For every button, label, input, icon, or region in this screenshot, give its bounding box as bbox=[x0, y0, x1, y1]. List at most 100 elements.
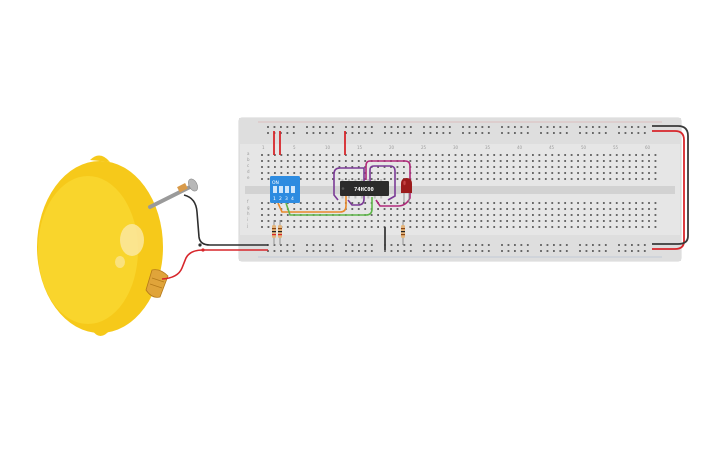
rail-hole bbox=[397, 126, 399, 128]
breadboard-hole bbox=[615, 166, 618, 168]
column-numbers: 1 5 10 15 20 25 30 35 40 45 50 55 60 bbox=[262, 145, 651, 150]
breadboard-hole bbox=[332, 226, 334, 228]
breadboard-hole bbox=[319, 160, 321, 162]
rail-hole bbox=[487, 132, 490, 134]
breadboard-hole bbox=[293, 226, 296, 228]
breadboard-hole bbox=[583, 172, 586, 174]
breadboard-hole bbox=[525, 172, 528, 174]
rail-jumpers[interactable] bbox=[273, 131, 386, 250]
rail-hole bbox=[604, 132, 607, 134]
breadboard-hole bbox=[654, 214, 657, 216]
breadboard-hole bbox=[448, 160, 450, 162]
breadboard-hole bbox=[422, 220, 425, 222]
breadboard-hole bbox=[499, 220, 502, 222]
battery-leads[interactable] bbox=[161, 194, 268, 280]
dip-toggle-2[interactable] bbox=[279, 186, 283, 193]
ground-lead-from-nail[interactable] bbox=[183, 194, 268, 246]
rail-hole bbox=[436, 244, 438, 246]
breadboard-hole bbox=[390, 172, 392, 174]
breadboard-hole bbox=[344, 220, 347, 222]
breadboard-hole bbox=[596, 160, 599, 162]
rail-hole bbox=[280, 244, 282, 246]
breadboard-hole bbox=[583, 160, 586, 162]
dip-toggle-4[interactable] bbox=[291, 186, 295, 193]
breadboard-hole bbox=[519, 154, 521, 156]
rail-hole bbox=[345, 132, 347, 134]
breadboard-hole bbox=[415, 220, 418, 222]
col-num-30: 30 bbox=[453, 145, 459, 150]
breadboard-hole bbox=[332, 220, 334, 222]
power-lead-from-copper[interactable] bbox=[161, 249, 268, 280]
breadboard-hole bbox=[357, 166, 360, 168]
breadboard-hole bbox=[261, 172, 263, 174]
breadboard-hole bbox=[506, 214, 508, 216]
breadboard-hole bbox=[261, 160, 263, 162]
dip-toggle-3[interactable] bbox=[285, 186, 289, 193]
dip-toggle-1[interactable] bbox=[273, 186, 277, 193]
breadboard-hole bbox=[467, 166, 470, 168]
rail-link-red[interactable] bbox=[652, 130, 685, 250]
breadboard-hole bbox=[383, 154, 386, 156]
breadboard-hole bbox=[512, 214, 515, 216]
rail-hole bbox=[546, 244, 549, 246]
breadboard-hole bbox=[261, 208, 263, 210]
breadboard-hole bbox=[448, 154, 450, 156]
wire-purple-2[interactable] bbox=[369, 165, 396, 201]
rail-link-black[interactable] bbox=[652, 125, 689, 245]
breadboard-hole bbox=[532, 160, 534, 162]
breadboard-hole bbox=[622, 160, 625, 162]
breadboard-hole bbox=[428, 154, 431, 156]
breadboard-hole bbox=[544, 214, 547, 216]
ic-pin-top bbox=[367, 179, 370, 182]
breadboard-hole bbox=[312, 166, 315, 168]
breadboard-hole bbox=[641, 178, 644, 180]
rail-hole bbox=[526, 244, 529, 246]
lemon-tip-top bbox=[90, 155, 110, 162]
wire-orange[interactable] bbox=[277, 196, 347, 213]
resistor-1[interactable] bbox=[272, 220, 276, 245]
breadboard-hole bbox=[319, 172, 321, 174]
rail-hole bbox=[559, 132, 562, 134]
breadboard-hole bbox=[499, 214, 502, 216]
breadboard-hole bbox=[602, 214, 605, 216]
resistor-3[interactable] bbox=[401, 220, 405, 245]
row-letter-b: b bbox=[247, 157, 250, 162]
breadboard-hole bbox=[654, 160, 657, 162]
breadboard-hole bbox=[544, 172, 547, 174]
breadboard-hole bbox=[544, 208, 547, 210]
rail-hole bbox=[306, 250, 308, 252]
resistors[interactable] bbox=[272, 220, 405, 245]
rail-hole bbox=[520, 250, 523, 252]
breadboard-hole bbox=[274, 220, 276, 222]
breadboard-hole bbox=[564, 202, 567, 204]
red-led[interactable] bbox=[401, 178, 412, 203]
copper-coin-electrode[interactable] bbox=[145, 269, 169, 298]
resistor-2[interactable] bbox=[278, 220, 282, 245]
dip-switch[interactable]: ON 1 2 3 4 bbox=[270, 176, 300, 203]
wire-magenta[interactable] bbox=[365, 160, 411, 207]
lemon-battery[interactable] bbox=[37, 155, 163, 336]
rail-hole bbox=[384, 132, 386, 134]
signal-wires[interactable] bbox=[277, 160, 411, 216]
breadboard-hole bbox=[654, 172, 657, 174]
breadboard-hole bbox=[557, 208, 560, 210]
breadboard-hole bbox=[299, 154, 302, 156]
breadboard-hole bbox=[267, 178, 270, 180]
nand-gate-ic[interactable]: 74HC00 bbox=[340, 179, 389, 199]
rail-hole bbox=[526, 250, 529, 252]
rail-hole bbox=[631, 126, 633, 128]
rail-hole bbox=[390, 132, 393, 134]
rail-hole bbox=[643, 250, 646, 252]
breadboard-hole bbox=[325, 172, 328, 174]
breadboard-hole bbox=[473, 178, 476, 180]
breadboard-hole bbox=[370, 220, 373, 222]
breadboard-hole bbox=[461, 208, 463, 210]
breadboard-hole bbox=[428, 226, 431, 228]
wire-purple[interactable] bbox=[333, 167, 365, 206]
wire-green[interactable] bbox=[285, 197, 373, 216]
col-num-45: 45 bbox=[549, 145, 555, 150]
rail-link-wires[interactable] bbox=[652, 125, 689, 250]
zinc-nail-electrode[interactable] bbox=[148, 177, 200, 209]
breadboard-hole bbox=[461, 154, 463, 156]
rail-hole bbox=[370, 126, 373, 128]
